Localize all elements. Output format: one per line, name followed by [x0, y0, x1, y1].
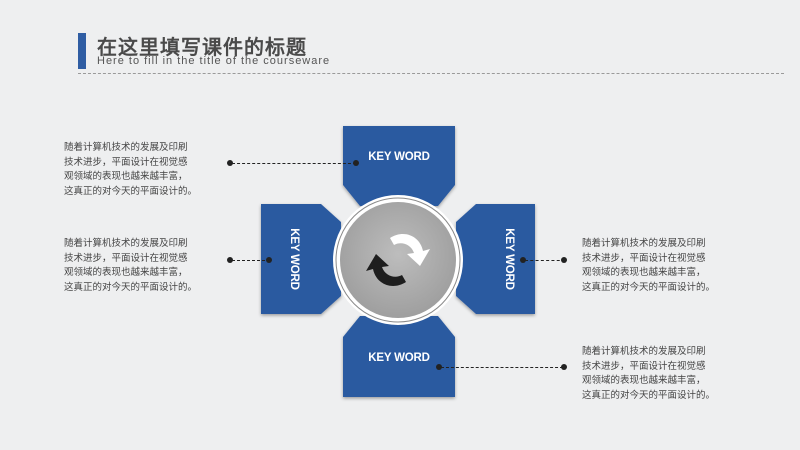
- connector-dot: [227, 257, 233, 263]
- paragraph-line: 这真正的对今天的平面设计的。: [64, 281, 198, 293]
- connector-dot: [520, 257, 526, 263]
- paragraph-line: 这真正的对今天的平面设计的。: [582, 281, 716, 293]
- paragraph-top-left: 随着计算机技术的发展及印刷 技术进步，平面设计在视觉感 观领域的表现也越来越丰富…: [64, 141, 232, 199]
- connector-dot: [561, 364, 567, 370]
- paragraph-line: 随着计算机技术的发展及印刷: [64, 238, 188, 249]
- connector-dot: [353, 160, 359, 166]
- keyword-left-label: KEY WORD: [288, 228, 300, 289]
- paragraph-line: 技术进步，平面设计在视觉感: [582, 252, 706, 264]
- paragraph-line: 观领域的表现也越来越丰富，: [64, 267, 188, 278]
- paragraph-line: 技术进步，平面设计在视觉感: [582, 360, 706, 372]
- paragraph-line: 随着计算机技术的发展及印刷: [582, 346, 706, 357]
- right-keyword-block: [456, 204, 535, 314]
- refresh-arrows-icon: [366, 234, 430, 286]
- connector-line: [232, 163, 356, 164]
- paragraph-bottom-right: 随着计算机技术的发展及印刷 技术进步，平面设计在视觉感 观领域的表现也越来越丰富…: [582, 345, 750, 403]
- page-subtitle: Here to fill in the title of the coursew…: [97, 55, 331, 67]
- connector-dot: [561, 257, 567, 263]
- paragraph-line: 这真正的对今天的平面设计的。: [64, 185, 198, 197]
- page-title: 在这里填写课件的标题: [97, 35, 307, 59]
- keyword-bottom-label: KEY WORD: [368, 352, 429, 364]
- keyword-right-label: KEY WORD: [503, 228, 515, 289]
- paragraph-line: 观领域的表现也越来越丰富，: [582, 267, 706, 278]
- paragraph-line: 技术进步，平面设计在视觉感: [64, 252, 188, 264]
- connector-dot: [436, 364, 442, 370]
- left-keyword-block: [261, 204, 341, 314]
- connector-line: [525, 260, 565, 261]
- paragraph-mid-left: 随着计算机技术的发展及印刷 技术进步，平面设计在视觉感 观领域的表现也越来越丰富…: [64, 237, 232, 295]
- hub-circle: [340, 202, 456, 318]
- hub-ring-line: [335, 197, 461, 323]
- paragraph-line: 观领域的表现也越来越丰富，: [582, 375, 706, 386]
- paragraph-line: 这真正的对今天的平面设计的。: [582, 389, 716, 401]
- paragraph-line: 观领域的表现也越来越丰富，: [64, 171, 188, 182]
- title-accent-bar: [78, 33, 86, 69]
- connector-dot: [266, 257, 272, 263]
- header-divider: [78, 73, 784, 74]
- paragraph-line: 随着计算机技术的发展及印刷: [64, 142, 188, 153]
- keyword-top-label: KEY WORD: [368, 151, 429, 163]
- bottom-keyword-block: [343, 316, 455, 397]
- connector-dot: [227, 160, 233, 166]
- paragraph-line: 技术进步，平面设计在视觉感: [64, 156, 188, 168]
- paragraph-mid-right: 随着计算机技术的发展及印刷 技术进步，平面设计在视觉感 观领域的表现也越来越丰富…: [582, 237, 750, 295]
- connector-line: [441, 367, 563, 368]
- top-keyword-block: [343, 126, 455, 206]
- connector-line: [232, 260, 270, 261]
- paragraph-line: 随着计算机技术的发展及印刷: [582, 238, 706, 249]
